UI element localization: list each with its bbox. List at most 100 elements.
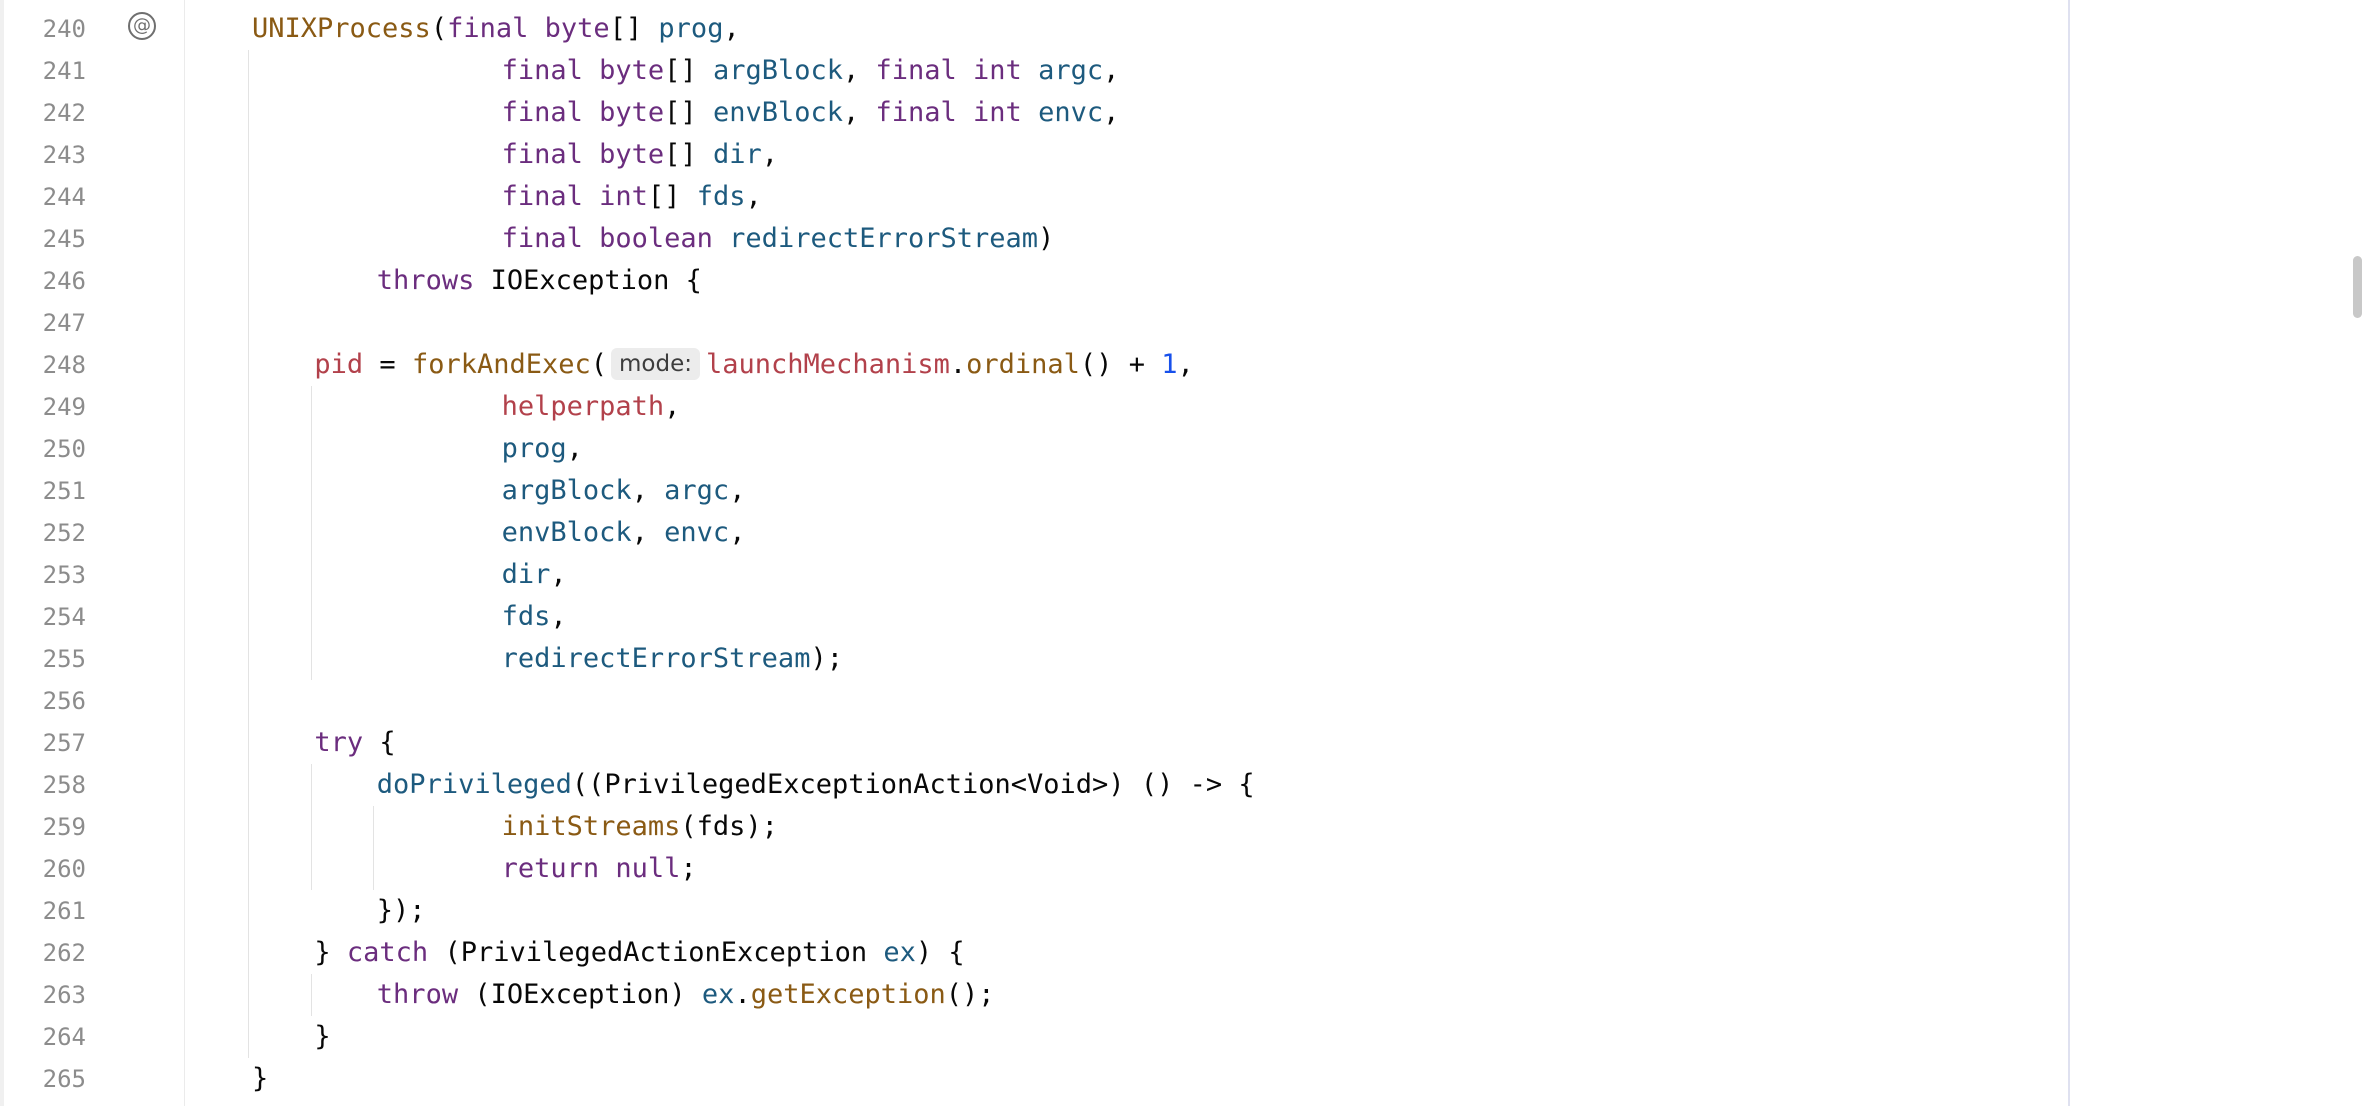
parameter-hint: mode:	[611, 348, 701, 380]
code-token: throw	[376, 979, 475, 1010]
code-token: ;	[680, 853, 697, 884]
at-sign-icon[interactable]: @	[128, 12, 156, 40]
code-token: )	[1038, 223, 1055, 254]
code-token: dir	[712, 139, 762, 170]
code-token: .	[949, 349, 967, 380]
line-number-gutter[interactable]: @ 240 241 242 243 244 245 246 247 248 249 250 251 25…	[4, 0, 185, 1106]
code-token: final int	[501, 181, 648, 212]
code-line[interactable]: final boolean redirectErrorStream)	[502, 218, 1055, 260]
code-token: ,	[745, 181, 762, 212]
line-number[interactable]: 246	[42, 267, 86, 295]
code-line[interactable]: final int[] fds,	[502, 176, 762, 218]
line-number[interactable]: 252	[42, 519, 86, 547]
code-line[interactable]: prog,	[502, 428, 583, 470]
code-token: final int	[875, 55, 1039, 86]
code-line[interactable]: final byte[] envBlock, final int envc,	[502, 92, 1120, 134]
line-number[interactable]: 261	[42, 897, 86, 925]
code-token: []	[664, 55, 713, 86]
code-token: {	[379, 727, 396, 758]
code-token: (fds);	[680, 811, 778, 842]
code-token: []	[609, 13, 659, 44]
code-token: (IOException)	[474, 979, 702, 1010]
line-number[interactable]: 243	[42, 141, 86, 169]
line-number[interactable]: 263	[42, 981, 86, 1009]
vertical-scrollbar[interactable]	[2340, 0, 2370, 1106]
line-number[interactable]: 244	[42, 183, 86, 211]
line-number[interactable]: 241	[42, 57, 86, 85]
code-line[interactable]: UNIXProcess(final byte[] prog,	[252, 8, 740, 50]
code-line[interactable]: return null;	[502, 848, 697, 890]
line-number[interactable]: 260	[42, 855, 86, 883]
line-number[interactable]: 255	[42, 645, 86, 673]
code-line[interactable]: try {	[314, 722, 395, 764]
code-token: ((PrivilegedExceptionAction<Void>) () ->…	[571, 769, 1255, 800]
code-line[interactable]: throw (IOException) ex.getException();	[377, 974, 995, 1016]
code-token: doPrivileged	[376, 769, 572, 800]
code-line[interactable]: });	[377, 890, 426, 932]
line-number[interactable]: 247	[42, 309, 86, 337]
code-token: envBlock	[712, 97, 843, 128]
line-number[interactable]: 251	[42, 477, 86, 505]
line-number[interactable]: 250	[42, 435, 86, 463]
code-line[interactable]: } catch (PrivilegedActionException ex) {	[314, 932, 964, 974]
code-line[interactable]: }	[252, 1058, 268, 1100]
code-token: ,	[1103, 97, 1120, 128]
code-line[interactable]: fds,	[502, 596, 567, 638]
code-token: helperpath	[501, 391, 665, 422]
code-line[interactable]: throws IOException {	[377, 260, 702, 302]
code-token: pid	[314, 349, 364, 380]
code-text-area[interactable]: UNIXProcess(final byte[] prog,final byte…	[185, 0, 2069, 1106]
code-token: });	[376, 895, 426, 926]
code-token: prog	[501, 433, 567, 464]
code-token: envc	[1038, 97, 1104, 128]
code-line[interactable]: }	[314, 1016, 330, 1058]
scrollbar-thumb[interactable]	[2353, 256, 2362, 318]
indent-guide	[373, 806, 374, 890]
code-token: try	[314, 727, 380, 758]
code-line[interactable]: redirectErrorStream);	[502, 638, 843, 680]
code-token: ,	[842, 55, 876, 86]
code-token: final int	[875, 97, 1039, 128]
code-token: ,	[1103, 55, 1120, 86]
line-number[interactable]: 259	[42, 813, 86, 841]
line-number[interactable]: 245	[42, 225, 86, 253]
code-token: ,	[631, 475, 665, 506]
code-line[interactable]: final byte[] argBlock, final int argc,	[502, 50, 1120, 92]
line-number[interactable]: 256	[42, 687, 86, 715]
code-line[interactable]: initStreams(fds);	[502, 806, 778, 848]
code-token: }	[314, 1021, 331, 1052]
code-token: }	[314, 937, 347, 968]
code-token: ,	[761, 139, 778, 170]
line-number[interactable]: 253	[42, 561, 86, 589]
code-line[interactable]: dir,	[502, 554, 567, 596]
line-number[interactable]: 258	[42, 771, 86, 799]
code-token: redirectErrorStream	[729, 223, 1039, 254]
code-token: ,	[729, 517, 746, 548]
code-token: fds	[696, 181, 746, 212]
line-number[interactable]: 265	[42, 1065, 86, 1093]
code-token: argBlock	[501, 475, 632, 506]
code-token: (PrivilegedActionException	[444, 937, 884, 968]
code-line[interactable]: helperpath,	[502, 386, 681, 428]
code-token: []	[647, 181, 697, 212]
line-number[interactable]: 248	[42, 351, 86, 379]
code-line[interactable]: argBlock, argc,	[502, 470, 746, 512]
line-number[interactable]: 254	[42, 603, 86, 631]
code-token: ,	[566, 433, 583, 464]
code-line[interactable]: final byte[] dir,	[502, 134, 778, 176]
line-number[interactable]: 249	[42, 393, 86, 421]
code-token: initStreams	[501, 811, 681, 842]
code-line[interactable]: doPrivileged((PrivilegedExceptionAction<…	[377, 764, 1255, 806]
line-number[interactable]: 242	[42, 99, 86, 127]
code-token: ,	[664, 391, 681, 422]
right-margin-guide	[2068, 0, 2070, 1106]
line-number[interactable]: 264	[42, 1023, 86, 1051]
line-number[interactable]: 262	[42, 939, 86, 967]
code-token: envBlock	[501, 517, 632, 548]
code-token: ex	[701, 979, 735, 1010]
line-number[interactable]: 257	[42, 729, 86, 757]
code-line[interactable]: pid = forkAndExec(mode:launchMechanism.o…	[314, 344, 1194, 386]
line-number[interactable]: 240	[42, 15, 86, 43]
code-line[interactable]: envBlock, envc,	[502, 512, 746, 554]
